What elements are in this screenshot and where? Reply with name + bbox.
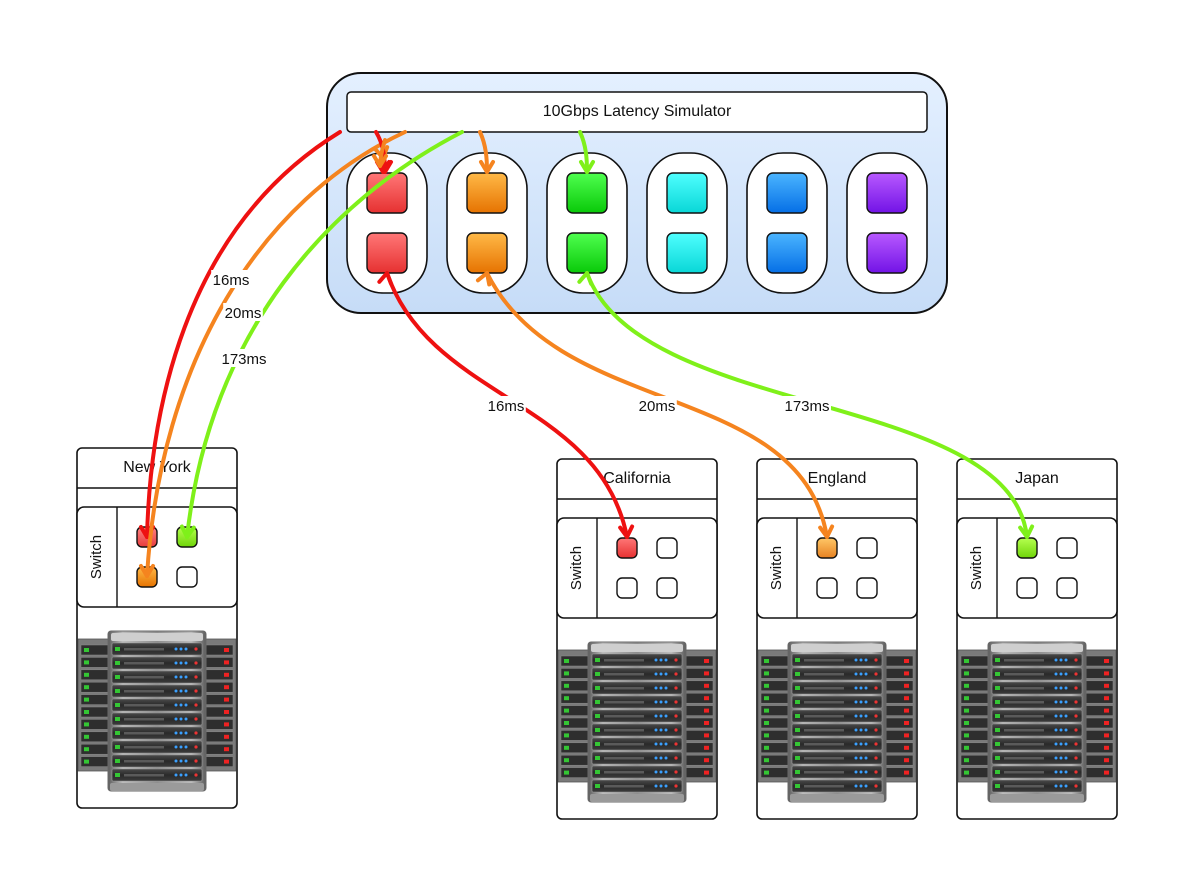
site-name: England — [808, 470, 867, 487]
link-label-bg — [486, 396, 526, 414]
simulator-port-2-bottom[interactable] — [466, 232, 508, 274]
link-line — [185, 130, 464, 539]
arrowhead — [577, 271, 594, 286]
arrowhead — [818, 524, 835, 539]
arrowhead — [479, 160, 495, 174]
simulator-port-5-top[interactable] — [766, 172, 808, 214]
latency-labels: 16ms 20ms 173ms 16ms 20ms 173ms — [211, 270, 831, 415]
link-drop-sim-green-drop — [578, 130, 595, 174]
simulator-port-6-bottom[interactable] — [866, 232, 908, 274]
arrowhead — [618, 524, 635, 539]
arrowhead — [179, 524, 196, 539]
link-drop-ny-orange — [372, 138, 388, 168]
sites: New YorkSwitchCaliforniaSwitchEnglandSwi… — [76, 447, 1118, 820]
switch-port-3[interactable] — [816, 577, 838, 599]
server-rack-image — [77, 630, 237, 792]
simulator-module-6 — [846, 152, 928, 294]
site-name: California — [603, 470, 671, 487]
switch-port-4[interactable] — [1056, 577, 1078, 599]
server-rack-image — [957, 641, 1117, 803]
simulator-port-3-bottom[interactable] — [566, 232, 608, 274]
link-label: 20ms — [225, 305, 262, 322]
link-label-bg — [637, 396, 677, 414]
switch-port-1[interactable] — [1016, 537, 1038, 559]
link-label-bg — [223, 303, 263, 321]
arrowhead — [372, 154, 388, 168]
simulator-module-1 — [346, 152, 428, 294]
simulator-title: 10Gbps Latency Simulator — [543, 103, 732, 120]
server-rack-image — [557, 641, 717, 803]
link-label: 16ms — [488, 398, 525, 415]
simulator-port-3-top[interactable] — [566, 172, 608, 214]
link-label: 173ms — [221, 351, 266, 368]
arrowhead — [139, 564, 155, 578]
simulator-port-5-bottom[interactable] — [766, 232, 808, 274]
link-line — [145, 130, 407, 578]
switch-port-4[interactable] — [856, 577, 878, 599]
switch: Switch — [956, 517, 1118, 619]
simulator-port-4-top[interactable] — [666, 172, 708, 214]
switch-port-3[interactable] — [1016, 577, 1038, 599]
link-line — [145, 130, 342, 539]
link-label-bg — [783, 396, 831, 414]
latency-simulator-panel: 10Gbps Latency Simulator — [326, 72, 948, 314]
simulator-title-bar — [346, 91, 928, 133]
arrowhead — [475, 271, 492, 287]
server-rack-image — [757, 641, 917, 803]
simulator-modules — [346, 152, 928, 294]
switch-port-1[interactable] — [616, 537, 638, 559]
switch-label: Switch — [568, 546, 585, 590]
switch-port-2[interactable] — [1056, 537, 1078, 559]
switch-port-4[interactable] — [656, 577, 678, 599]
site-name: New York — [123, 459, 192, 476]
switch-port-2[interactable] — [656, 537, 678, 559]
link-label: 20ms — [639, 398, 676, 415]
link-label: 173ms — [784, 398, 829, 415]
arrowhead — [579, 160, 595, 174]
switch-label: Switch — [88, 535, 105, 579]
simulator-port-1-bottom[interactable] — [366, 232, 408, 274]
link-drop-sim-orange-drop — [478, 130, 495, 174]
switch-port-3[interactable] — [616, 577, 638, 599]
link-ny-green — [179, 130, 464, 539]
simulator-port-2-top[interactable] — [466, 172, 508, 214]
switch: Switch — [556, 517, 718, 619]
switch-port-1[interactable] — [816, 537, 838, 559]
switch-port-2[interactable] — [856, 537, 878, 559]
switch-label: Switch — [768, 546, 785, 590]
link-label-bg — [211, 270, 251, 288]
simulator-module-4 — [646, 152, 728, 294]
link-label: 16ms — [213, 272, 250, 289]
simulator-module-3 — [546, 152, 628, 294]
switch: Switch — [76, 506, 238, 608]
simulator-port-6-top[interactable] — [866, 172, 908, 214]
switch-port-4[interactable] — [176, 566, 198, 588]
arrowhead — [1018, 524, 1035, 539]
site-name: Japan — [1015, 470, 1059, 487]
simulator-port-4-bottom[interactable] — [666, 232, 708, 274]
link-label-bg — [220, 349, 268, 367]
arrowhead — [377, 271, 394, 286]
simulator-module-5 — [746, 152, 828, 294]
switch-label: Switch — [968, 546, 985, 590]
switch: Switch — [756, 517, 918, 619]
